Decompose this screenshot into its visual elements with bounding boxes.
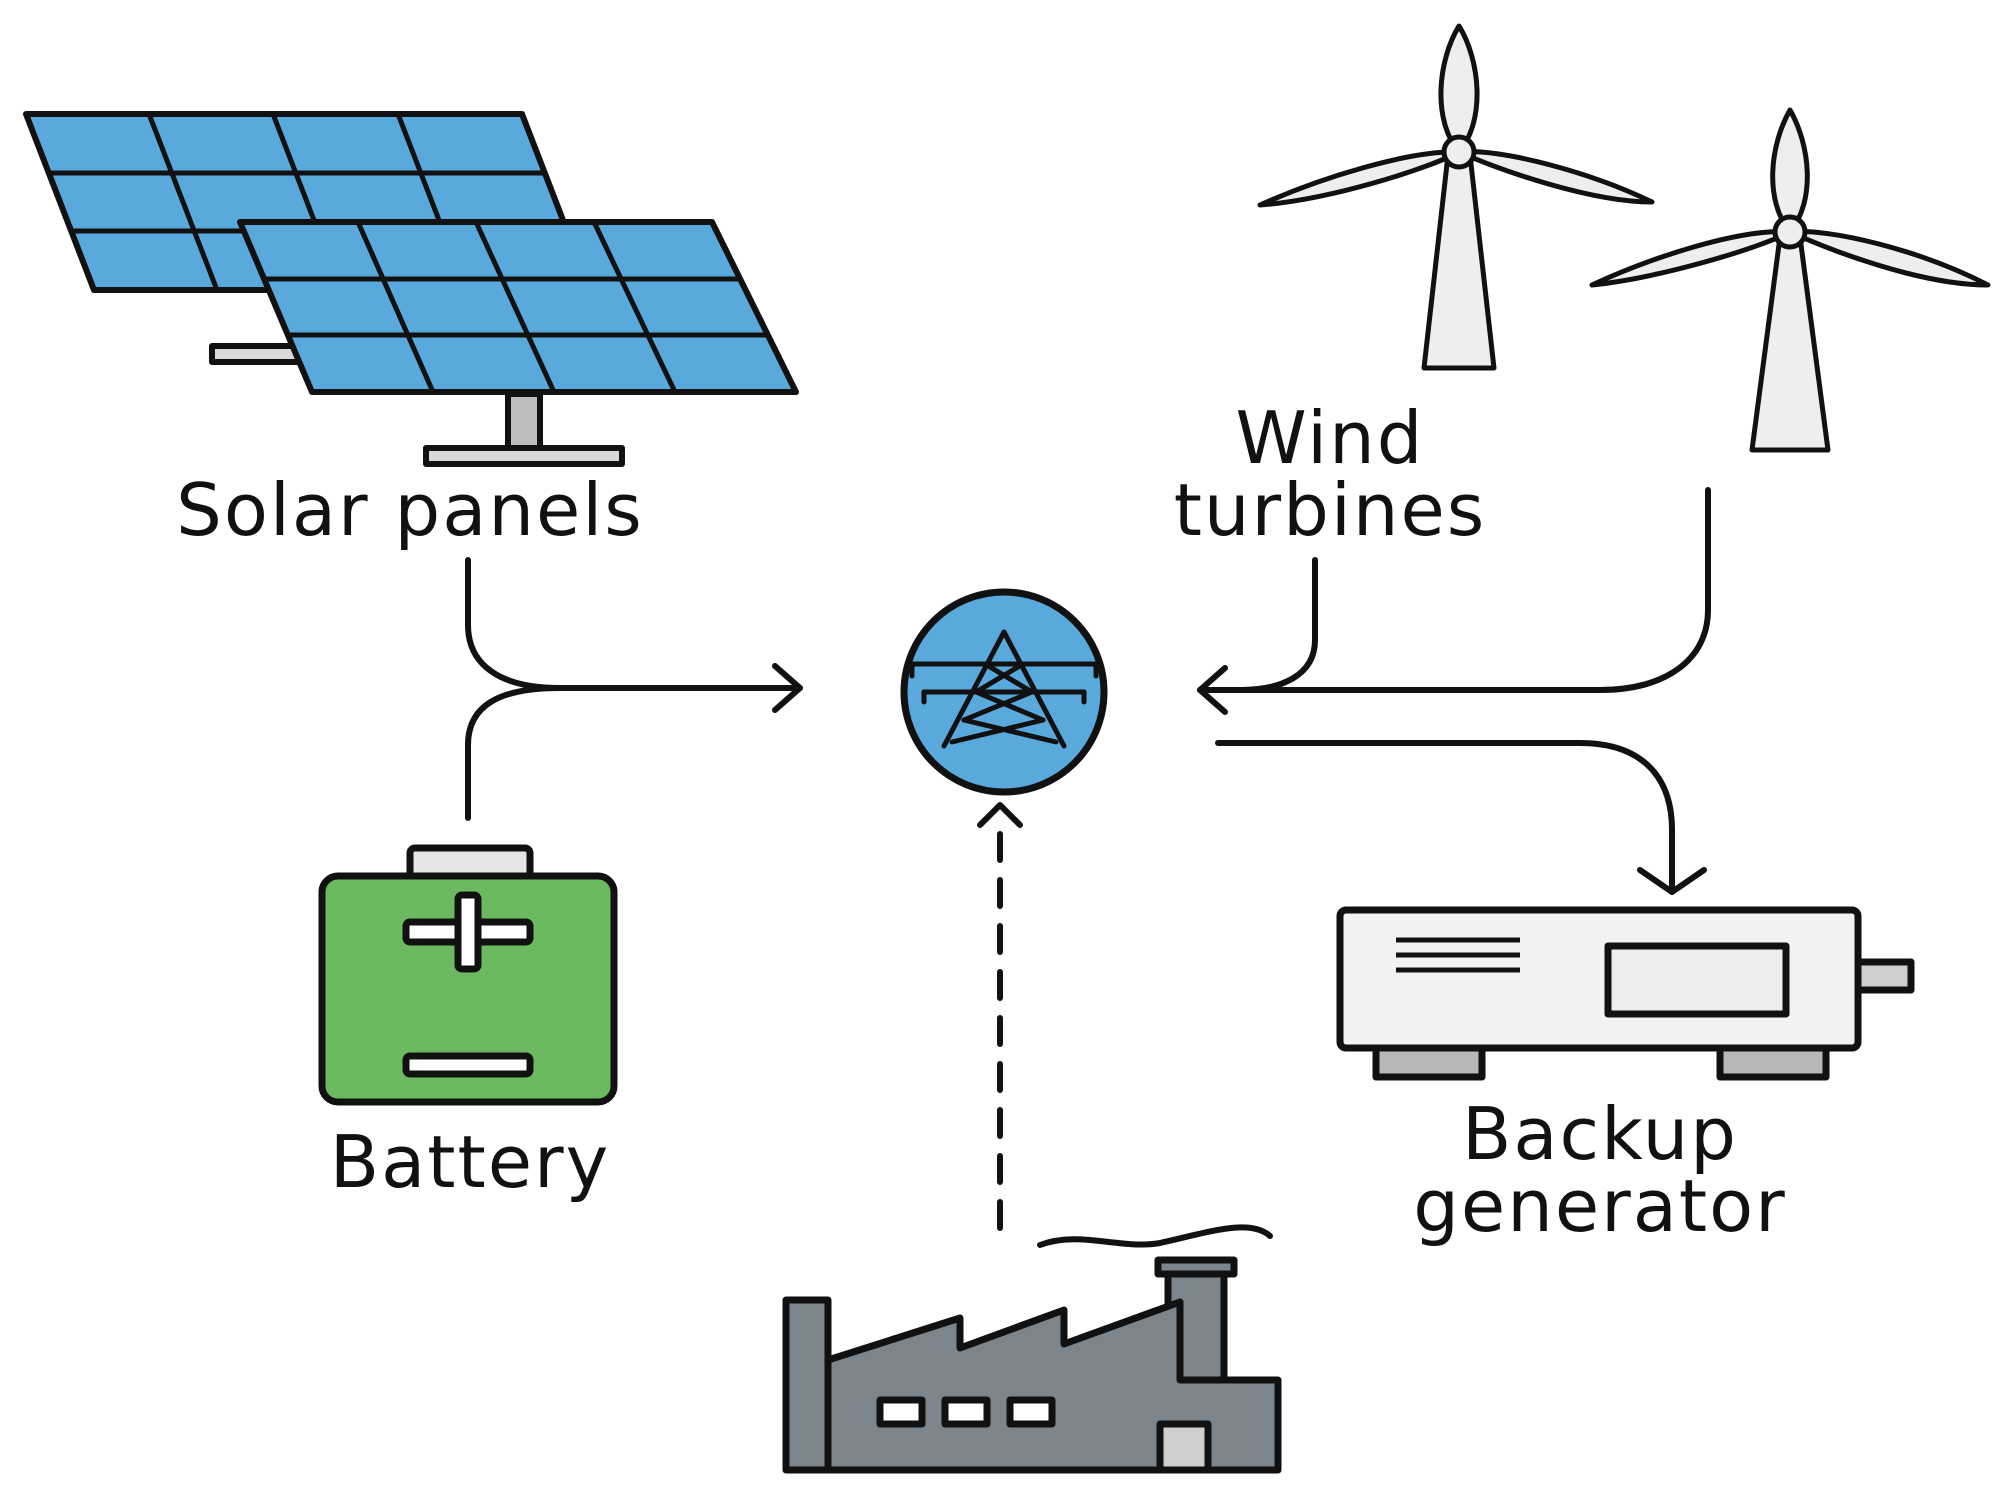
- generator-icon: [1336, 906, 1915, 1081]
- battery-icon: [318, 844, 618, 1106]
- battery-label: Battery: [329, 1120, 611, 1204]
- solar-panel-icon: [23, 111, 799, 467]
- wind-turbines-label-line1: Wind: [1235, 396, 1425, 480]
- backup-generator-label-line1: Backup: [1462, 1092, 1738, 1176]
- backup-generator-label-line2: generator: [1413, 1164, 1787, 1248]
- wind-turbine-icon: [1257, 23, 1991, 453]
- wind-turbines-label-line2: turbines: [1173, 468, 1487, 552]
- factory-icon: [782, 1256, 1282, 1474]
- connector-lines: [465, 487, 1711, 1248]
- solar-panels-label: Solar panels: [176, 468, 644, 552]
- transmission-tower-icon: [900, 588, 1108, 796]
